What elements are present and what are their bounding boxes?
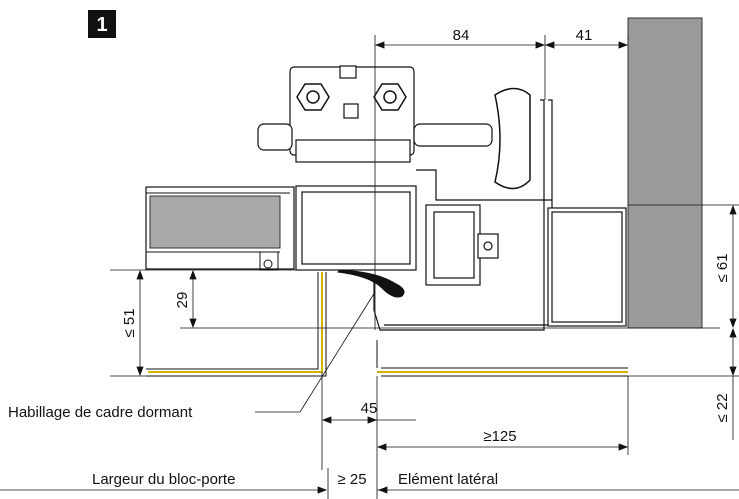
figure-badge-box bbox=[88, 10, 116, 38]
dimension-84: 84 bbox=[453, 27, 470, 44]
door-leaf-seal bbox=[259, 251, 279, 271]
frame-box-inner bbox=[433, 211, 475, 279]
side-panel-inner bbox=[551, 211, 623, 323]
dimension-lines bbox=[0, 35, 739, 499]
figure-number: 1 bbox=[96, 14, 107, 36]
door-leaf-panel bbox=[149, 195, 281, 249]
frame-hollow-inner bbox=[301, 191, 411, 265]
hinge-slot bbox=[343, 103, 359, 119]
reference-lines bbox=[110, 204, 739, 377]
dimension-22: ≤ 22 bbox=[714, 393, 731, 422]
hinge-pin-left bbox=[257, 123, 293, 151]
dimension-45: 45 bbox=[361, 400, 378, 417]
frame-hollow-section bbox=[295, 185, 417, 271]
hinge-body-lower bbox=[295, 139, 411, 163]
dimension-29: 29 bbox=[174, 292, 191, 309]
gasket-profile bbox=[336, 269, 405, 298]
frame-screw-icon bbox=[483, 241, 493, 251]
frame-fold bbox=[416, 169, 552, 201]
door-leaf-seal-detail bbox=[263, 259, 273, 269]
label-door-width: Largeur du bloc-porte bbox=[92, 471, 235, 488]
dimension-61: ≤ 61 bbox=[714, 253, 731, 282]
side-panel-box bbox=[547, 207, 627, 327]
hinge-pin-right bbox=[413, 123, 493, 147]
hinge-mechanism bbox=[257, 65, 493, 163]
door-leaf bbox=[145, 186, 295, 271]
dimension-41: 41 bbox=[576, 27, 593, 44]
bolt-left-icon bbox=[296, 83, 330, 111]
wall-block bbox=[627, 17, 703, 329]
frame-cover-left bbox=[148, 272, 323, 373]
frame-outer-line bbox=[373, 99, 545, 331]
dimension-25: ≥ 25 bbox=[337, 471, 366, 488]
bolt-right-icon bbox=[373, 83, 407, 111]
hinge-top-tab bbox=[339, 65, 357, 79]
rubber-buffer bbox=[494, 87, 531, 190]
label-frame-cover: Habillage de cadre dormant bbox=[8, 404, 193, 421]
dimension-51: ≤ 51 bbox=[121, 308, 138, 337]
door-leaf-outline bbox=[145, 186, 295, 270]
frame-profile bbox=[295, 99, 627, 331]
dimension-125: ≥125 bbox=[483, 428, 516, 445]
label-side-element: Elément latéral bbox=[398, 471, 498, 488]
frame-plate bbox=[477, 233, 499, 259]
frame-box bbox=[425, 204, 481, 286]
frame-cover-outline bbox=[146, 272, 628, 377]
figure-badge: 1 bbox=[88, 10, 116, 38]
